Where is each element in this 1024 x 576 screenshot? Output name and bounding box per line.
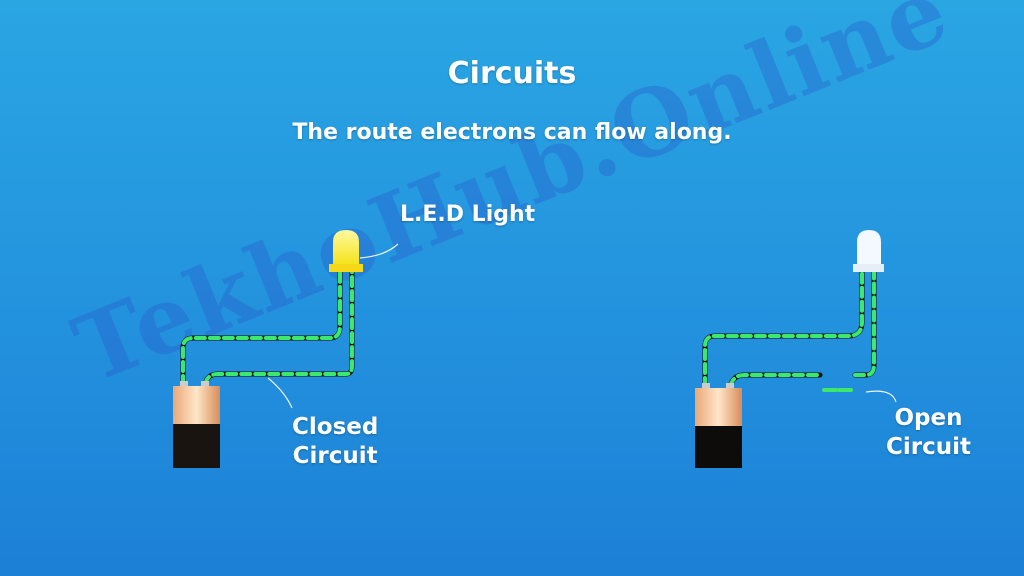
- open-pointer-line: [865, 390, 897, 403]
- closed-label-line2: Circuit: [292, 443, 378, 469]
- open-circuit: [695, 230, 884, 468]
- closed-pointer-line: [267, 377, 293, 409]
- battery-icon: [695, 383, 742, 468]
- closed-circuit: [173, 230, 363, 468]
- battery-icon: [173, 381, 220, 468]
- closed-label-line1: Closed: [292, 414, 379, 440]
- led-pointer-line: [359, 243, 399, 259]
- led-on-icon: [329, 230, 363, 272]
- led-label: L.E.D Light: [400, 202, 536, 227]
- open-label-line1: Open: [894, 405, 963, 431]
- open-label-line2: Circuit: [886, 434, 971, 460]
- page-title: Circuits: [447, 56, 577, 91]
- led-off-icon: [853, 230, 884, 272]
- subtitle: The route electrons can flow along.: [292, 120, 732, 145]
